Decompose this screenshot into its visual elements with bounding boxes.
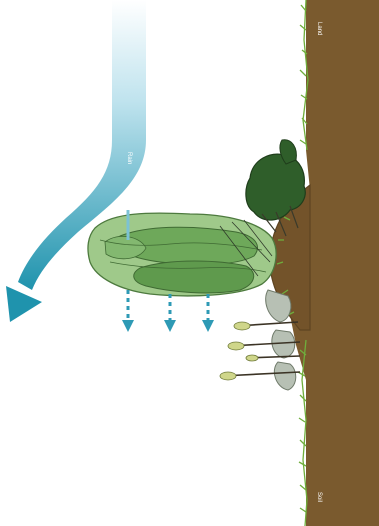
rocks (266, 290, 296, 390)
tree-canopy (88, 213, 276, 296)
label-top-right: Land (316, 22, 322, 35)
label-bottom-right: Soil (316, 492, 322, 502)
label-flow: Rain (126, 152, 132, 164)
tree-foliage-small (220, 322, 258, 380)
